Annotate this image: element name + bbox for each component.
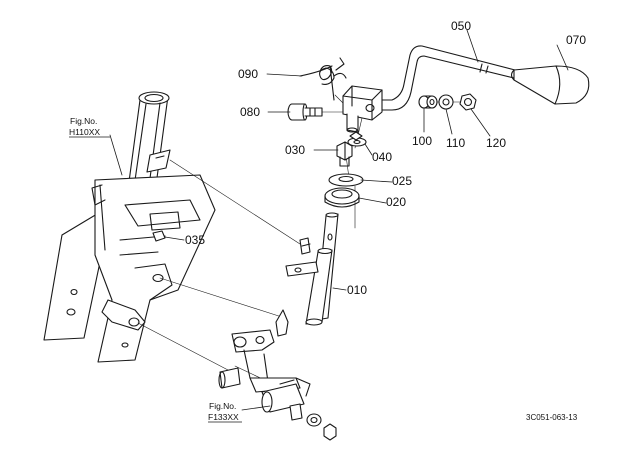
part-label-035: 035 [185, 233, 205, 247]
pin-080 [287, 103, 323, 121]
part-label-070: 070 [566, 33, 586, 47]
figure-reference-upper: Fig.No. H110XX [69, 116, 110, 138]
fig-ref-upper-line2: H110XX [69, 127, 100, 137]
shaft-010 [285, 212, 339, 326]
part-label-110: 110 [446, 136, 465, 150]
diagram-code: 3C051-063-13 [526, 413, 578, 422]
collar-100 [418, 95, 438, 109]
fig-ref-upper-line1: Fig.No. [70, 116, 97, 126]
figure-reference-lower: Fig.No. F133XX [208, 401, 242, 423]
nut-120 [459, 93, 477, 111]
washer-110 [438, 94, 454, 110]
spring-090 [299, 57, 347, 101]
part-label-120: 120 [486, 136, 506, 150]
washer-040 [347, 131, 367, 147]
lever-bracket [342, 85, 383, 133]
leader-lines [109, 29, 569, 411]
washer-025 [328, 173, 364, 187]
part-label-020: 020 [386, 195, 406, 209]
part-label-100: 100 [412, 134, 432, 148]
part-label-080: 080 [240, 105, 260, 119]
fig-ref-lower-line2: F133XX [208, 412, 239, 422]
bushing-020 [324, 187, 360, 208]
steering-column-frame [43, 91, 216, 363]
lower-linkage [218, 309, 337, 441]
bolt-030 [336, 141, 353, 167]
grip-070 [510, 65, 590, 105]
part-label-050: 050 [451, 19, 471, 33]
part-labels: 050 070 090 080 100 110 120 030 040 025 … [185, 19, 586, 297]
part-label-090: 090 [238, 67, 258, 81]
fig-ref-lower-line1: Fig.No. [209, 401, 236, 411]
part-label-040: 040 [372, 150, 392, 164]
part-label-010: 010 [347, 283, 367, 297]
part-label-025: 025 [392, 174, 412, 188]
part-label-030: 030 [285, 143, 305, 157]
